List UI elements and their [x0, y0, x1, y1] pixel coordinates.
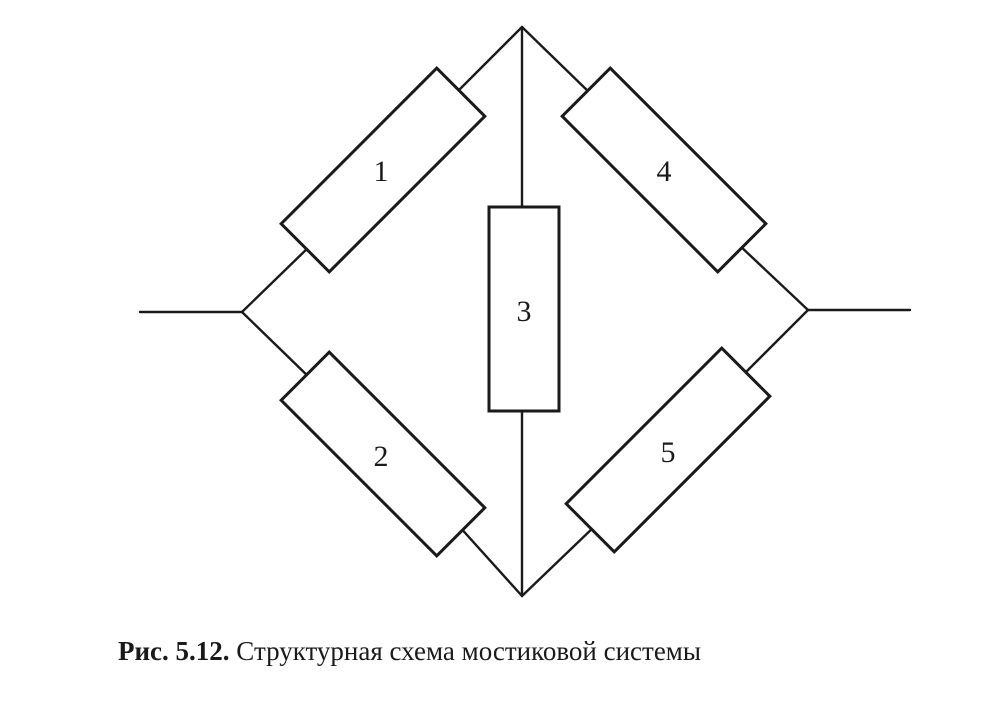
wire-block-5-to-bottom	[520, 523, 598, 598]
wire-right-to-block-5	[740, 308, 810, 378]
wire-block-1-to-top	[452, 25, 524, 97]
block-4-label: 4	[657, 155, 672, 188]
figure-number: Рис. 5.12.	[118, 636, 230, 666]
wire-top-to-block-4	[520, 25, 594, 97]
figure-title: Структурная схема мостиковой системы	[236, 636, 702, 666]
block-5	[564, 346, 772, 554]
block-5-label: 5	[661, 436, 676, 469]
block-1-frame	[279, 66, 487, 274]
block-1-label: 1	[374, 155, 389, 188]
block-1	[279, 66, 487, 274]
block-2-label: 2	[374, 440, 389, 473]
wire-block-4-to-right	[736, 242, 810, 312]
block-3	[487, 205, 561, 413]
wire-left-to-block-1	[240, 242, 314, 314]
block-2-frame	[279, 350, 487, 558]
block-3-label: 3	[517, 295, 532, 328]
block-4	[560, 66, 768, 274]
block-2	[279, 350, 487, 558]
wire-block-2-to-bottom	[456, 523, 524, 598]
block-5-frame	[564, 346, 772, 554]
figure-caption: Рис. 5.12. Структурная схема мостиковой …	[118, 636, 948, 667]
wire-left-to-block-2	[240, 310, 314, 382]
block-4-frame	[560, 66, 768, 274]
